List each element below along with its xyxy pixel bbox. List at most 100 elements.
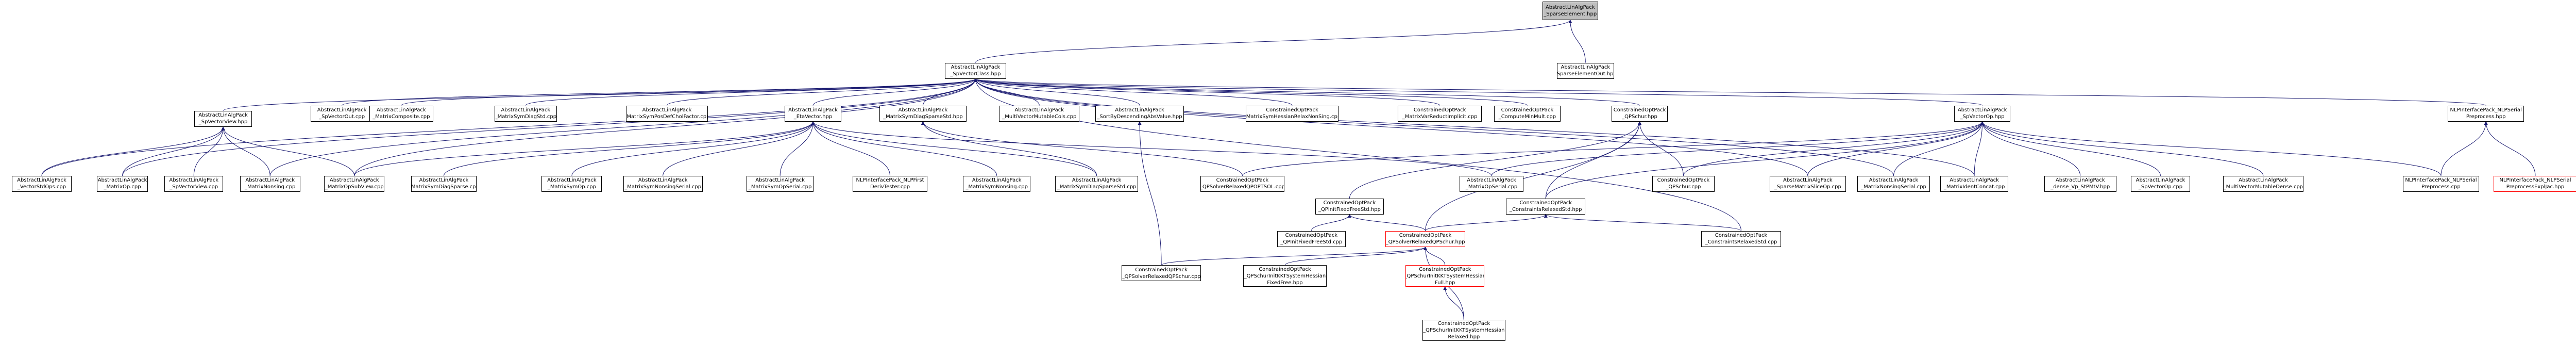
graph-node-qpsolverelaxtsol[interactable]: ConstrainedOptPack_QPSolverRelaxedQPOPTS… [1200, 175, 1285, 192]
node-label-line: ConstrainedOptPack [1657, 177, 1710, 184]
node-label-line: AbstractLinAlgPack [169, 177, 218, 184]
graph-node-spvecopcpp[interactable]: AbstractLinAlgPack_SpVectorOp.cpp [2130, 175, 2191, 192]
graph-node-mopsubview[interactable]: AbstractLinAlgPack_MatrixOpSubView.cpp [324, 175, 385, 192]
graph-node-qpschurhpp[interactable]: ConstrainedOptPack_QPSchur.hpp [1611, 105, 1668, 122]
node-label-line: AbstractLinAlgPack [419, 177, 469, 184]
node-label-line: _MatrixNonsingSerial.cpp [1861, 184, 1926, 190]
node-label-line: NLPInterfacePack_NLPFirst [856, 177, 924, 184]
node-label-line: _QPSolverRelaxedQPSchur.hpp [1385, 239, 1465, 245]
graph-node-midentconcat[interactable]: AbstractLinAlgPack_MatrixIdentConcat.cpp [1940, 175, 2009, 192]
graph-node-spvecop[interactable]: AbstractLinAlgPack_SpVectorOp.hpp [1954, 105, 2011, 122]
graph-node-mopser[interactable]: AbstractLinAlgPack_MatrixOpSerial.cpp [1459, 175, 1524, 192]
node-label-line: ConstrainedOptPack [1135, 267, 1188, 273]
graph-node-spvecviewcpp[interactable]: AbstractLinAlgPack_SpVectorView.cpp [164, 175, 224, 192]
edge-spvecclass-to-qpschurhpp [974, 78, 1640, 106]
graph-node-qpinitfixedhpp[interactable]: ConstrainedOptPack_QPInitFixedFreeStd.hp… [1315, 198, 1384, 215]
node-label-line: _SpVectorView.cpp [170, 184, 218, 190]
graph-node-msymop[interactable]: AbstractLinAlgPack_MatrixSymOp.cpp [541, 175, 602, 192]
graph-node-kktfixedfree[interactable]: ConstrainedOptPack_QPSchurInitKKTSystemH… [1243, 265, 1327, 287]
node-label-line: AbstractLinAlgPack [1115, 107, 1164, 113]
graph-node-qpschurcpp[interactable]: ConstrainedOptPack_QPSchur.cpp [1652, 175, 1715, 192]
graph-node-mnonsing[interactable]: AbstractLinAlgPack_MatrixNonsing.cpp [240, 175, 300, 192]
graph-node-vecstdops[interactable]: AbstractLinAlgPack_VectorStdOps.cpp [12, 175, 72, 192]
node-label-line: _MatrixVarReductImplicit.cpp [1402, 114, 1478, 120]
graph-node-densetp[interactable]: AbstractLinAlgPack_dense_Vp_StPMtV.hpp [2044, 175, 2116, 192]
graph-node-qpsolverelschurhpp[interactable]: ConstrainedOptPack_QPSolverRelaxedQPSchu… [1385, 231, 1465, 247]
graph-node-spvecview[interactable]: AbstractLinAlgPack_SpVectorView.hpp [194, 110, 252, 127]
graph-node-evector[interactable]: AbstractLinAlgPack_EtaVector.hpp [784, 105, 842, 122]
graph-node-msymdiagsp[interactable]: AbstractLinAlgPack_MatrixSymDiagSparseSt… [879, 105, 967, 122]
edge-spvecop-to-qpsolverelaxtsol [1242, 121, 1985, 176]
node-label-line: AbstractLinAlgPack [245, 177, 295, 184]
graph-node-msymdiagstd[interactable]: AbstractLinAlgPack_MatrixSymDiagStd.cpp [494, 105, 557, 122]
edge-spvecclass-to-compbfgs [974, 78, 1528, 106]
node-label-line: _MatrixOp.cpp [104, 184, 141, 190]
node-label-line: _QPSchurInitKKTSystemHessian [1244, 273, 1326, 279]
edge-spvecop-to-nlpseprepcpp [1980, 121, 2442, 176]
graph-node-msymopser[interactable]: AbstractLinAlgPack_MatrixSymOpSerial.cpp [747, 175, 814, 192]
edge-sortbydesc-to-qpsolverelschurcpp [1138, 121, 1162, 266]
node-label-line: _QPSchurInitKKTSystemHessian [1423, 327, 1505, 333]
graph-node-qpsolverelschurcpp[interactable]: ConstrainedOptPack_QPSolverRelaxedQPSchu… [1121, 265, 1201, 282]
node-label-line: _QPSchur.hpp [1622, 114, 1657, 120]
edge-spvecview-to-mop [122, 126, 225, 176]
edge-nlpsepreproc-to-nlpseprepcpp [2441, 121, 2488, 176]
node-label-line: _SparseElement.hpp [1544, 11, 1597, 17]
edge-kktfull-to-kktrelaxed [1443, 286, 1464, 320]
node-label-line: _QPSolverRelaxedQPOPTSOL.cpp [1200, 184, 1285, 190]
edge-spvecview-to-mnonsing [221, 126, 270, 176]
graph-node-mvecmutcols[interactable]: AbstractLinAlgPack_MultiVectorMutableCol… [999, 105, 1080, 122]
graph-node-msymdiagspstd[interactable]: AbstractLinAlgPack_MatrixSymDiagSparseSt… [1055, 175, 1138, 192]
edge-spvecclass-to-spvecout [342, 78, 977, 106]
edge-spvecop-to-mnonsingser [1893, 121, 1985, 176]
node-label-line: _ComputeMinMult.cpp [1498, 114, 1556, 120]
graph-node-msymnonsingser[interactable]: AbstractLinAlgPack_MatrixSymNonsingSeria… [623, 175, 703, 192]
node-label-line: FixedFree.hpp [1267, 280, 1303, 286]
edge-spvecclass-to-sparsematslice [974, 78, 1808, 176]
node-label-line: AbstractLinAlgPack [951, 64, 1001, 71]
node-label-line: _SpVectorView.hpp [198, 119, 248, 125]
graph-node-mop[interactable]: AbstractLinAlgPack_MatrixOp.cpp [96, 175, 148, 192]
node-label-line: _SparseMatrixSliceOp.cpp [1774, 184, 1841, 190]
graph-node-focus: AbstractLinAlgPack_SparseElement.hpp [1543, 1, 1598, 20]
node-label-line: AbstractLinAlgPack [638, 177, 688, 184]
graph-node-symhessrelax[interactable]: ConstrainedOptPack_MatrixSymHessianRelax… [1245, 105, 1339, 122]
graph-node-spvecout[interactable]: AbstractLinAlgPack_SpVectorOut.cpp [310, 105, 374, 122]
graph-node-msymdiagspcpp[interactable]: AbstractLinAlgPack_MatrixSymDiagSparse.c… [411, 175, 477, 192]
graph-node-kktrelaxed[interactable]: ConstrainedOptPack_QPSchurInitKKTSystemH… [1422, 319, 1505, 341]
graph-node-seout[interactable]: AbstractLinAlgPack_SparseElementOut.hpp [1557, 62, 1614, 79]
node-label-line: PreprocessExplJac.hpp [2506, 184, 2565, 190]
graph-node-mvecmutdense[interactable]: AbstractLinAlgPack_MultiVectorMutableDen… [2223, 175, 2303, 192]
graph-node-constrrelcpp[interactable]: ConstrainedOptPack_ConstraintsRelaxedStd… [1701, 231, 1781, 247]
edge-spvecclass-to-mnonsingser [974, 78, 1894, 176]
graph-node-mcomposite[interactable]: AbstractLinAlgPack_MatrixComposite.cpp [369, 105, 434, 122]
edge-evector-to-msymnonsingser [663, 121, 815, 176]
node-label-line: _SparseElementOut.hpp [1557, 71, 1614, 77]
graph-node-msymposdef[interactable]: AbstractLinAlgPack_MatrixSymPosDefCholFa… [626, 105, 708, 122]
node-label-line: _MatrixSymDiagSparse.cpp [411, 184, 477, 190]
edge-spvecclass-to-nlpsepreproc [974, 78, 2486, 106]
graph-node-msymnonsing[interactable]: AbstractLinAlgPack_MatrixSymNonsing.cpp [963, 175, 1031, 192]
graph-node-qpinitfixedcpp[interactable]: ConstrainedOptPack_QPInitFixedFreeStd.cp… [1277, 231, 1346, 247]
node-label-line: _ConstraintsRelaxedStd.cpp [1705, 239, 1777, 245]
node-label-line: NLPInterfacePack_NLPSerial [2450, 107, 2522, 113]
node-label-line: _SpVectorOp.cpp [2138, 184, 2183, 190]
node-label-line: _QPSchurInitKKTSystemHessian [1405, 273, 1485, 279]
edge-focus-to-seout [1568, 19, 1586, 63]
graph-node-mnonsingser[interactable]: AbstractLinAlgPack_MatrixNonsingSerial.c… [1857, 175, 1930, 192]
graph-node-compbfgs[interactable]: ConstrainedOptPack_ComputeMinMult.cpp [1494, 105, 1561, 122]
graph-node-spvecclass[interactable]: AbstractLinAlgPack_SpVectorClass.hpp [945, 62, 1006, 79]
edge-spvecclass-to-mcomposite [401, 78, 977, 106]
node-label-line: AbstractLinAlgPack [1561, 64, 1611, 71]
graph-node-sparsematslice[interactable]: AbstractLinAlgPack_SparseMatrixSliceOp.c… [1769, 175, 1846, 192]
graph-node-varredimp[interactable]: ConstrainedOptPack_MatrixVarReductImplic… [1397, 105, 1482, 122]
graph-node-constrinitstd[interactable]: ConstrainedOptPack_ConstraintsRelaxedStd… [1506, 198, 1586, 215]
node-label-line: _MatrixSymNonsing.cpp [965, 184, 1028, 190]
graph-node-sortbydesc[interactable]: AbstractLinAlgPack_SortByDescendingAbsVa… [1095, 105, 1184, 122]
graph-node-kktfull[interactable]: ConstrainedOptPack_QPSchurInitKKTSystemH… [1405, 265, 1485, 287]
node-label-line: NLPInterfacePack_NLPSerial [2499, 177, 2571, 184]
